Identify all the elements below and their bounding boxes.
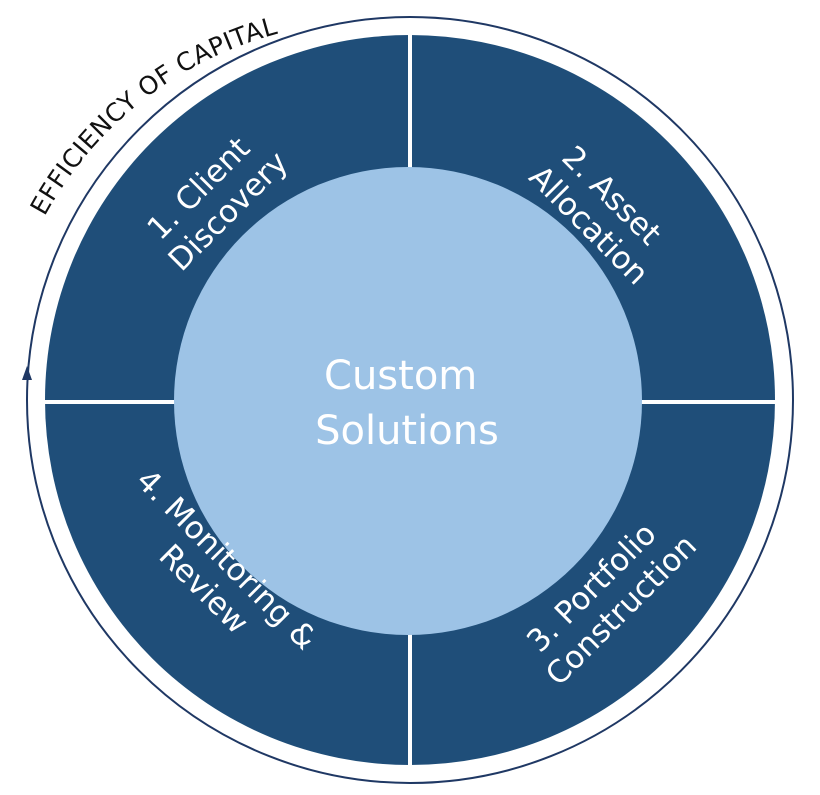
outer-ring: [26, 16, 794, 784]
center-label-line1: Custom: [324, 353, 477, 399]
center-label-line2: Solutions: [315, 408, 499, 454]
center-label: Custom Solutions: [315, 353, 499, 454]
center-circle: [174, 167, 642, 635]
arrow-up-icon: [22, 366, 32, 380]
